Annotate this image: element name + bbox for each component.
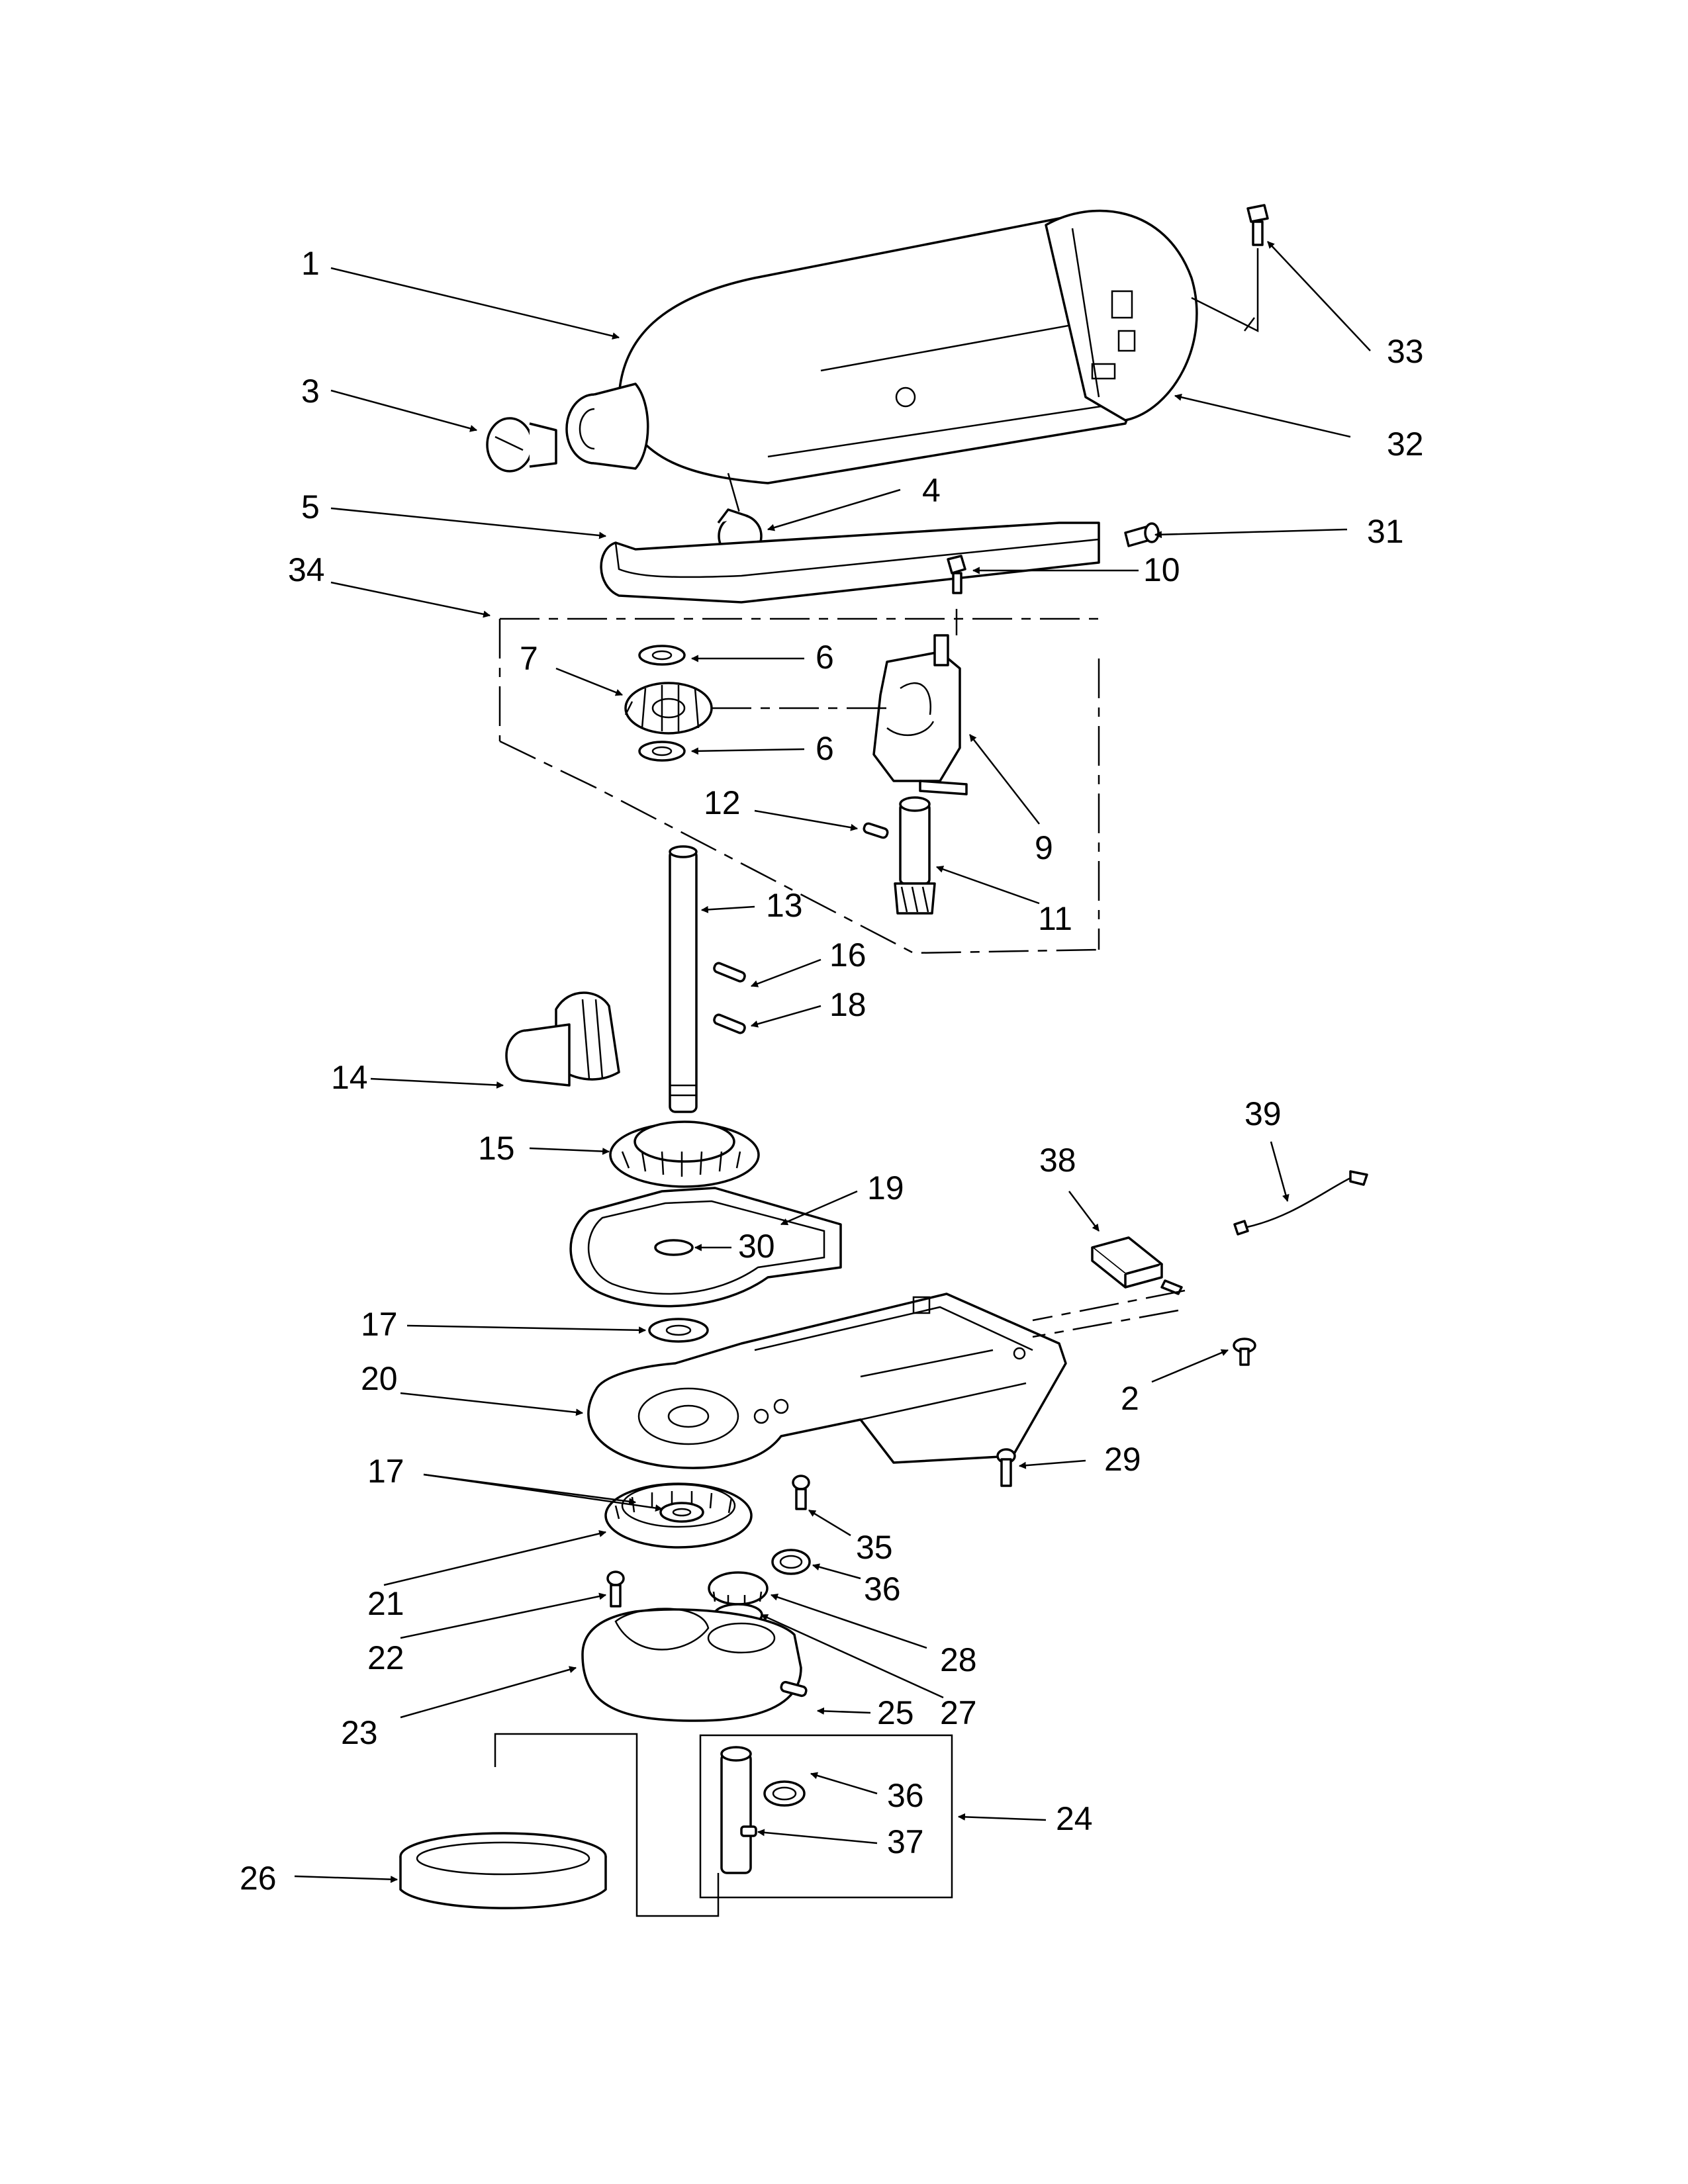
callout-16: 16 [829,936,867,974]
bracket-9-part [872,634,968,796]
pin-25-part [780,1680,808,1698]
callout-15: 15 [478,1130,515,1167]
callout-6a: 6 [816,639,834,676]
callout-22: 22 [367,1639,404,1676]
retaining-ring-36-upper-part [771,1549,811,1575]
retaining-ring-36-lower-part [763,1780,806,1807]
callout-17a: 17 [361,1306,398,1343]
callout-2: 2 [1121,1380,1139,1417]
screw-35-part [792,1475,810,1510]
pin-12-part [863,822,889,839]
leader-arrows [294,241,1371,1884]
screw-2-part [1233,1338,1256,1366]
callout-17b: 17 [367,1453,404,1490]
callout-30: 30 [738,1228,775,1265]
washer-17-part [648,1318,709,1343]
shaft-37-part [720,1746,757,1874]
band-26-part [399,1832,607,1909]
callout-19: 19 [867,1169,904,1206]
callout-39: 39 [1244,1095,1282,1132]
pinion-shaft-11-part [894,796,936,915]
callout-33: 33 [1387,333,1424,370]
screw-22-part [606,1570,625,1608]
callout-4: 4 [922,472,941,509]
hub-plug-part [486,417,557,473]
callout-7: 7 [520,640,538,677]
callout-labels: 1 2 3 4 5 6 6 7 9 10 11 12 13 14 15 16 1… [240,245,1424,1897]
callout-25: 25 [877,1694,914,1731]
callout-32: 32 [1387,426,1424,463]
hole-30-part [654,1239,694,1256]
callout-29: 29 [1104,1441,1141,1478]
callout-36b: 36 [887,1777,924,1814]
callout-3: 3 [301,373,320,410]
callout-14: 14 [331,1059,368,1096]
sub-assembly-34-outline [498,317,1255,1338]
callout-35: 35 [856,1529,893,1566]
rear-cover-part [1045,209,1198,422]
bevel-gear-15-part [609,1120,760,1188]
planetary-plate-23-part [581,1608,802,1722]
motor-brush-38-part [1091,1236,1183,1295]
screw-33-part [1246,204,1269,246]
callout-38: 38 [1039,1142,1076,1179]
sub-assembly-24-box [699,1734,953,1899]
callout-18: 18 [829,986,867,1023]
gear-7-part [624,682,713,735]
callout-10: 10 [1143,551,1180,588]
callout-1: 1 [301,245,320,282]
wire-39-part [1233,1170,1368,1236]
callout-23: 23 [341,1714,378,1751]
washer-6-lower-part [638,741,686,762]
shaft-13-part [669,845,698,1113]
pin-18-part [713,1013,746,1034]
callout-12: 12 [704,784,741,821]
callout-24: 24 [1056,1800,1093,1837]
callout-20: 20 [361,1360,398,1397]
callout-28: 28 [940,1641,977,1678]
hub-14-part [505,991,620,1087]
callout-36a: 36 [864,1570,901,1608]
gear-case-20-part [587,1293,1067,1469]
washer-6-upper-part [638,645,686,666]
callout-11: 11 [1038,900,1072,937]
callout-9: 9 [1035,829,1053,866]
washer-17-lower-part [659,1502,704,1523]
trim-band-part [600,522,1100,604]
callout-34: 34 [288,551,325,588]
callout-27: 27 [940,1694,977,1731]
callout-26: 26 [240,1860,277,1897]
gear-28-part [708,1571,769,1606]
callout-21: 21 [367,1585,404,1622]
pin-16-part [713,962,746,983]
screw-10-part [947,555,966,594]
callout-6b: 6 [816,730,834,767]
callout-13: 13 [766,887,803,924]
callout-31: 31 [1367,513,1404,550]
screw-29-part [996,1448,1016,1487]
connector-lines [494,248,1259,1917]
screw-31-part [1124,522,1160,547]
callout-5: 5 [301,488,320,525]
callout-37: 37 [887,1823,924,1860]
